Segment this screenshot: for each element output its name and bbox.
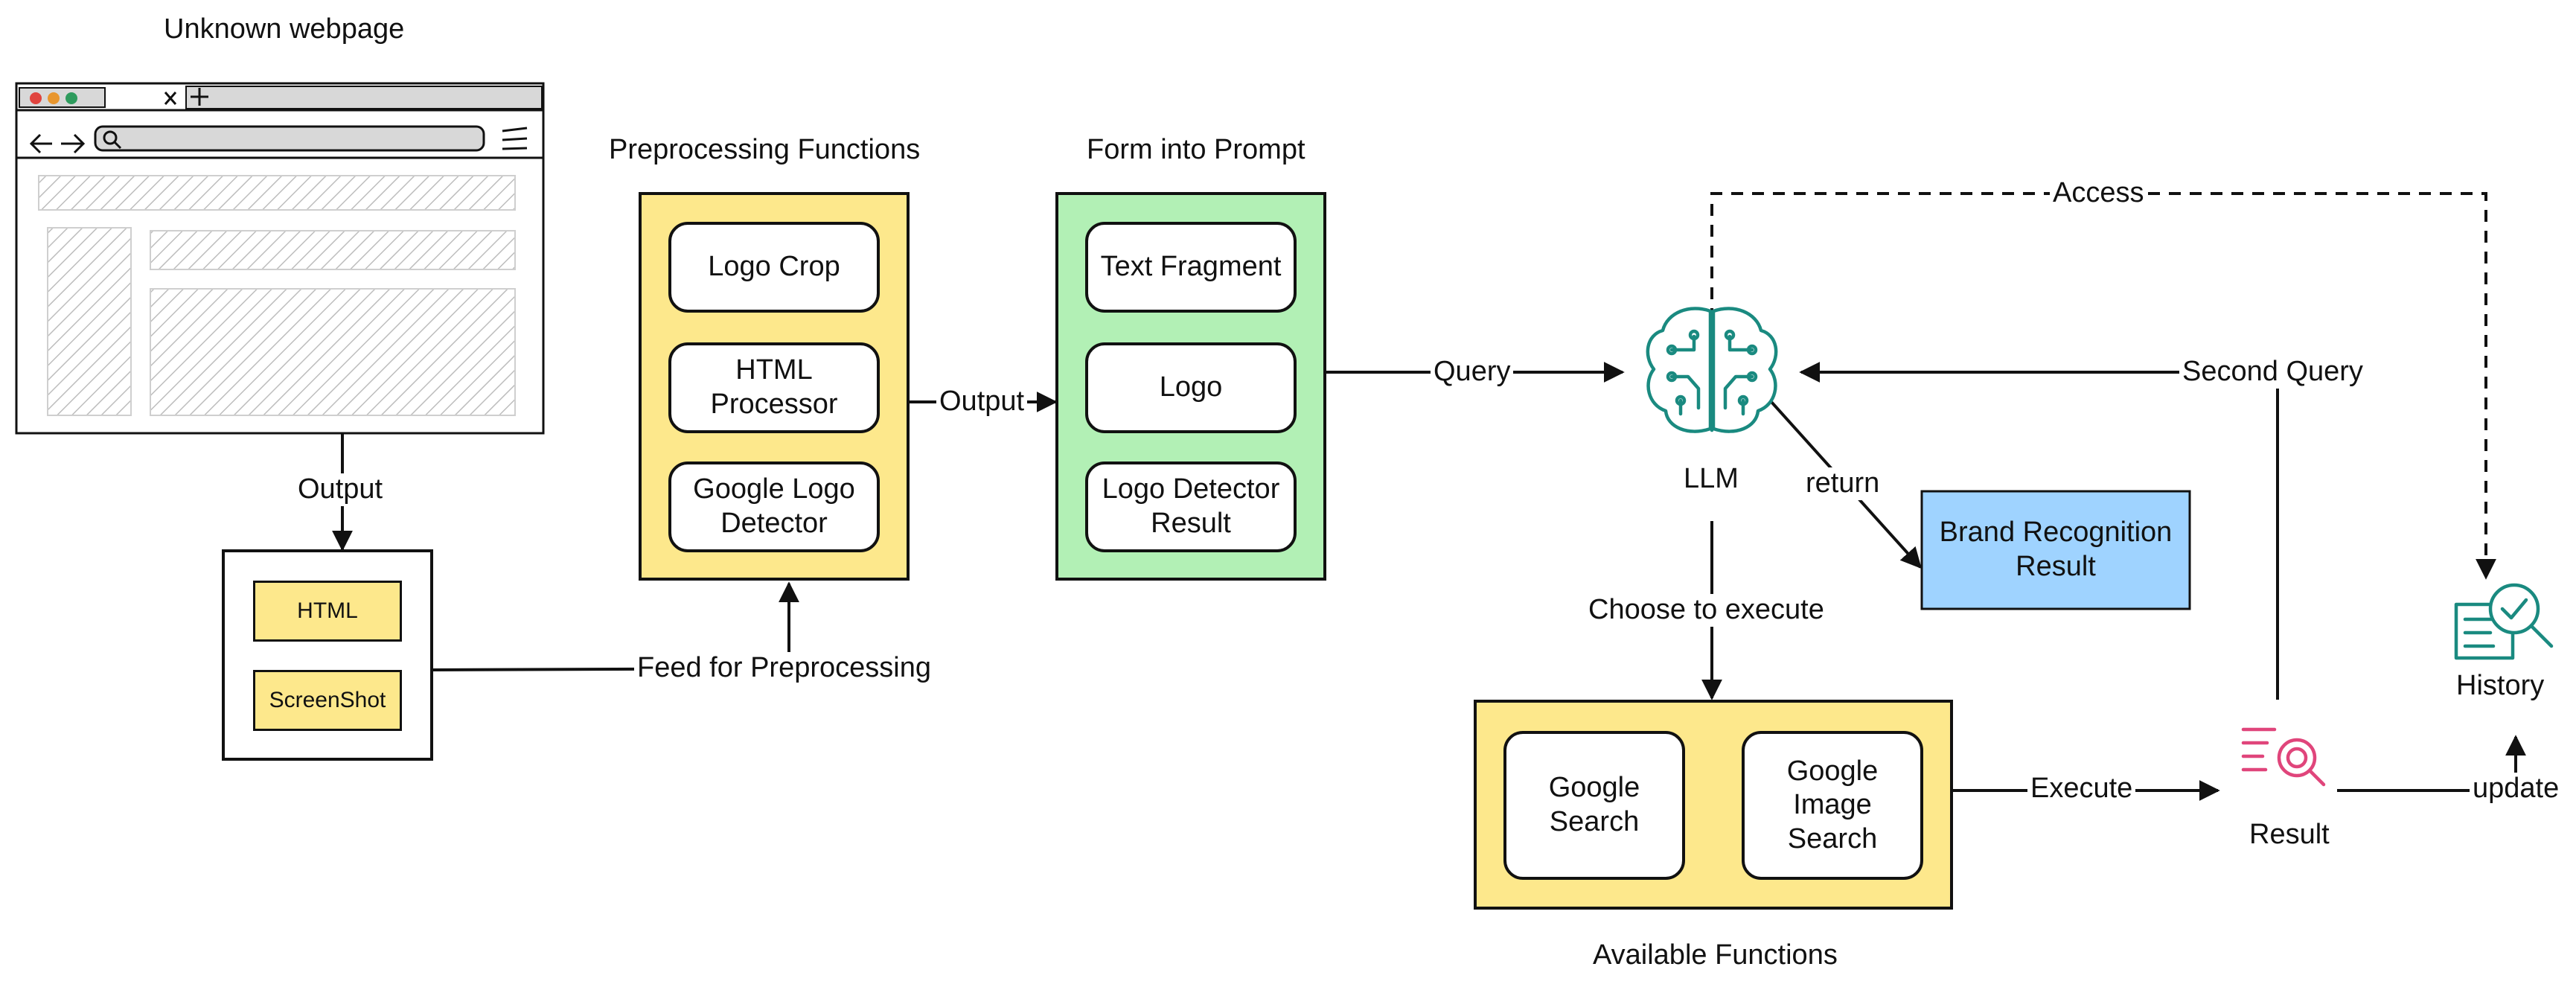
title-unknown-webpage: Unknown webpage — [164, 13, 405, 45]
edge-label-execute: Execute — [2027, 773, 2136, 805]
edge-label-return: return — [1803, 467, 1883, 500]
edge-label-access: Access — [2050, 177, 2147, 210]
brand-result-box — [1920, 490, 2191, 610]
google-search-item: Google Search — [1503, 731, 1685, 880]
edge-label-output-webpage: Output — [295, 473, 386, 506]
window-maximize-dot — [65, 92, 77, 104]
edge-label-query: Query — [1431, 356, 1514, 389]
window-close-dot — [30, 92, 42, 104]
google-logo-detector-item: Google Logo Detector — [668, 461, 880, 552]
result-label: Result — [2249, 819, 2330, 850]
new-tab-icon — [191, 88, 208, 106]
history-check-icon — [2454, 583, 2554, 660]
menu-icon — [502, 127, 528, 150]
tab-close-icon — [164, 92, 177, 105]
google-image-search-item: Google Image Search — [1742, 731, 1923, 880]
html-processor-item: HTML Processor — [668, 342, 880, 433]
logo-item: Logo — [1085, 342, 1297, 433]
back-arrow-icon — [29, 133, 52, 154]
browser-mockup — [15, 82, 545, 435]
forward-arrow-icon — [61, 133, 86, 154]
window-minimize-dot — [48, 92, 60, 104]
address-bar — [94, 125, 485, 152]
history-label: History — [2456, 670, 2545, 701]
edge-label-output-pre: Output — [936, 386, 1028, 418]
brand-result-label: Brand Recognition Result — [1939, 517, 2173, 582]
screenshot-item: ScreenShot — [253, 670, 402, 731]
logo-detector-result-item: Logo Detector Result — [1085, 461, 1297, 552]
edge-label-feed: Feed for Preprocessing — [634, 652, 934, 685]
brain-circuit-icon — [1646, 307, 1778, 433]
search-icon — [103, 130, 118, 145]
llm-label: LLM — [1684, 463, 1739, 494]
text-fragment-item: Text Fragment — [1085, 222, 1297, 313]
edge-label-second-query: Second Query — [2179, 356, 2366, 389]
edge-label-choose: Choose to execute — [1585, 594, 1827, 627]
title-available-functions: Available Functions — [1593, 939, 1838, 971]
edge-access — [1710, 192, 2496, 580]
search-result-icon — [2241, 727, 2326, 787]
edge-label-update: update — [2470, 773, 2563, 805]
title-preprocessing-functions: Preprocessing Functions — [609, 134, 921, 165]
logo-crop-item: Logo Crop — [668, 222, 880, 313]
html-item: HTML — [253, 581, 402, 642]
title-form-into-prompt: Form into Prompt — [1087, 134, 1305, 165]
